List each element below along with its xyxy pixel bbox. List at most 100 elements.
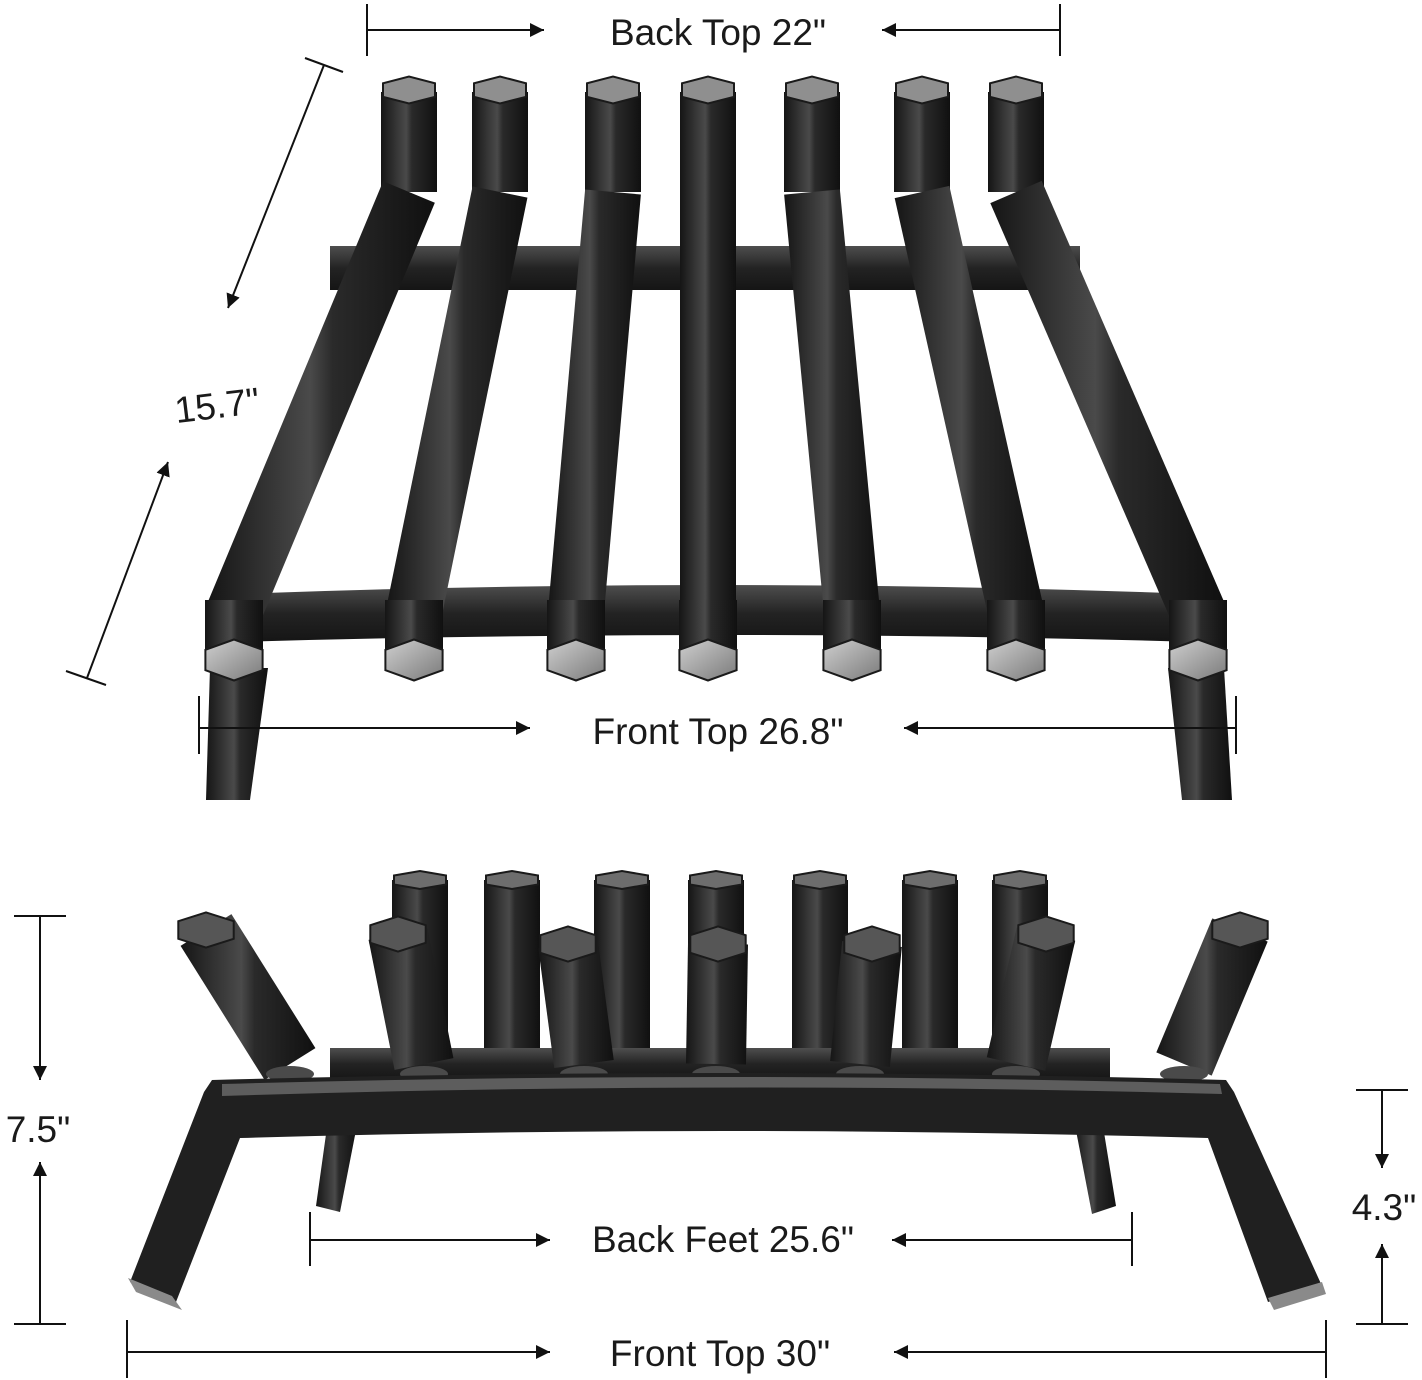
grate-bar-body [386,186,528,618]
hexagon-cap-icon [689,869,743,891]
grate-bar [384,75,528,682]
grate-front-bar [177,911,316,1082]
front-top-30-label: Front Top 30" [610,1333,830,1374]
top-view-left-leg [206,668,268,800]
grate-bar-body [784,189,880,615]
hexagon-cap-icon [785,75,839,105]
grate-bar-front [385,600,443,658]
grate-bar-front [987,600,1045,658]
grate-bar-upright [894,92,950,192]
front-dimensions [14,915,1408,1378]
grate-bar [204,75,437,682]
grate-bar-front [823,600,881,658]
grate-back-bar [792,869,848,1048]
front-view-foot-cap-right [1268,1282,1326,1310]
grate-back-bar-body [484,880,540,1048]
grate-bar-front [205,600,263,658]
top-view-bars [204,75,1228,682]
hexagon-cap-icon [822,638,882,682]
grate-bar [546,75,641,682]
front-view-back-foot-right [1074,1120,1116,1214]
grate-back-bar [594,869,650,1048]
front-view-frame-highlight [222,1077,1222,1096]
hexagon-cap-icon [681,75,735,105]
grate-bar [784,75,882,682]
hexagon-cap-icon [1168,638,1228,682]
grate-bar-front [1169,600,1227,658]
hexagon-cap-icon [986,638,1046,682]
grate-bar-upright [585,92,641,192]
grate-front-bar-body [1156,918,1268,1076]
front-top-26-label: Front Top 26.8" [592,711,843,752]
hexagon-cap-icon [1017,915,1075,953]
grate-back-bar-body [902,880,958,1048]
front-view-front-frame [130,1073,1322,1302]
hexagon-cap-icon [539,925,597,963]
grate-front-bar [830,925,902,1082]
grate-back-bar [484,869,540,1048]
hexagon-cap-icon [1211,911,1269,949]
hexagon-cap-icon [485,869,539,891]
grate-bar-body [548,189,641,615]
foot-height-label: 4.3" [1352,1187,1417,1228]
hexagon-cap-icon [843,925,901,963]
grate-front-bar-body [986,927,1076,1071]
hexagon-cap-icon [546,638,606,682]
height-label: 7.5" [6,1109,71,1150]
hexagon-cap-icon [204,638,264,682]
grate-bar-front [547,600,605,658]
grate-front-bar-body [686,943,748,1065]
grate-bar-upright [472,92,528,192]
grate-back-bar-body [792,880,848,1048]
hexagon-cap-icon [689,925,747,963]
hexagon-cap-icon [793,869,847,891]
grate-front-bar-body [538,940,614,1068]
depth-label: 15.7" [172,380,262,431]
top-view-right-leg [1168,668,1232,800]
top-view [204,75,1232,800]
front-view-back-foot-left [316,1120,358,1212]
hexagon-cap-icon [382,75,436,105]
grate-bar [678,75,738,682]
hexagon-cap-icon [393,869,447,891]
grate-back-bar [902,869,958,1048]
hexagon-cap-icon [177,911,235,949]
grate-front-bar [686,925,748,1082]
grate-front-bar [538,925,614,1082]
hexagon-cap-icon [895,75,949,105]
hexagon-cap-icon [903,869,957,891]
grate-front-bar [1156,911,1269,1082]
grate-bar [988,75,1228,682]
hexagon-cap-icon [473,75,527,105]
hexagon-cap-icon [993,869,1047,891]
hexagon-cap-icon [369,915,427,953]
grate-front-bar [368,915,454,1082]
depth-arrow-bottom [86,461,170,679]
grate-front-bar-body [830,941,902,1067]
grate-front-bar-body [368,928,454,1070]
back-top-label: Back Top 22" [610,12,826,53]
top-dimensions [65,4,1237,754]
grate-back-bar-body [594,880,650,1048]
weld-joint [1160,1066,1208,1082]
front-view-foot-cap-left [128,1278,182,1310]
grate-bar-upright [680,92,736,192]
grate-bar-body [680,192,736,612]
hexagon-cap-icon [595,869,649,891]
grate-bar-body [990,180,1224,624]
front-view-front-bars [177,911,1269,1082]
hexagon-cap-icon [678,638,738,682]
hexagon-cap-icon [384,638,444,682]
grate-bar-body [208,181,435,623]
grate-bar-front [679,600,737,658]
hexagon-cap-icon [586,75,640,105]
grate-front-bar-body [180,914,316,1080]
depth-arrow-top [226,64,325,309]
grate-bar [894,75,1046,682]
front-view [128,869,1326,1310]
hexagon-cap-icon [989,75,1043,105]
grate-bar-upright [988,92,1044,192]
grate-bar-upright [784,92,840,192]
depth-tick-bottom [65,670,107,686]
